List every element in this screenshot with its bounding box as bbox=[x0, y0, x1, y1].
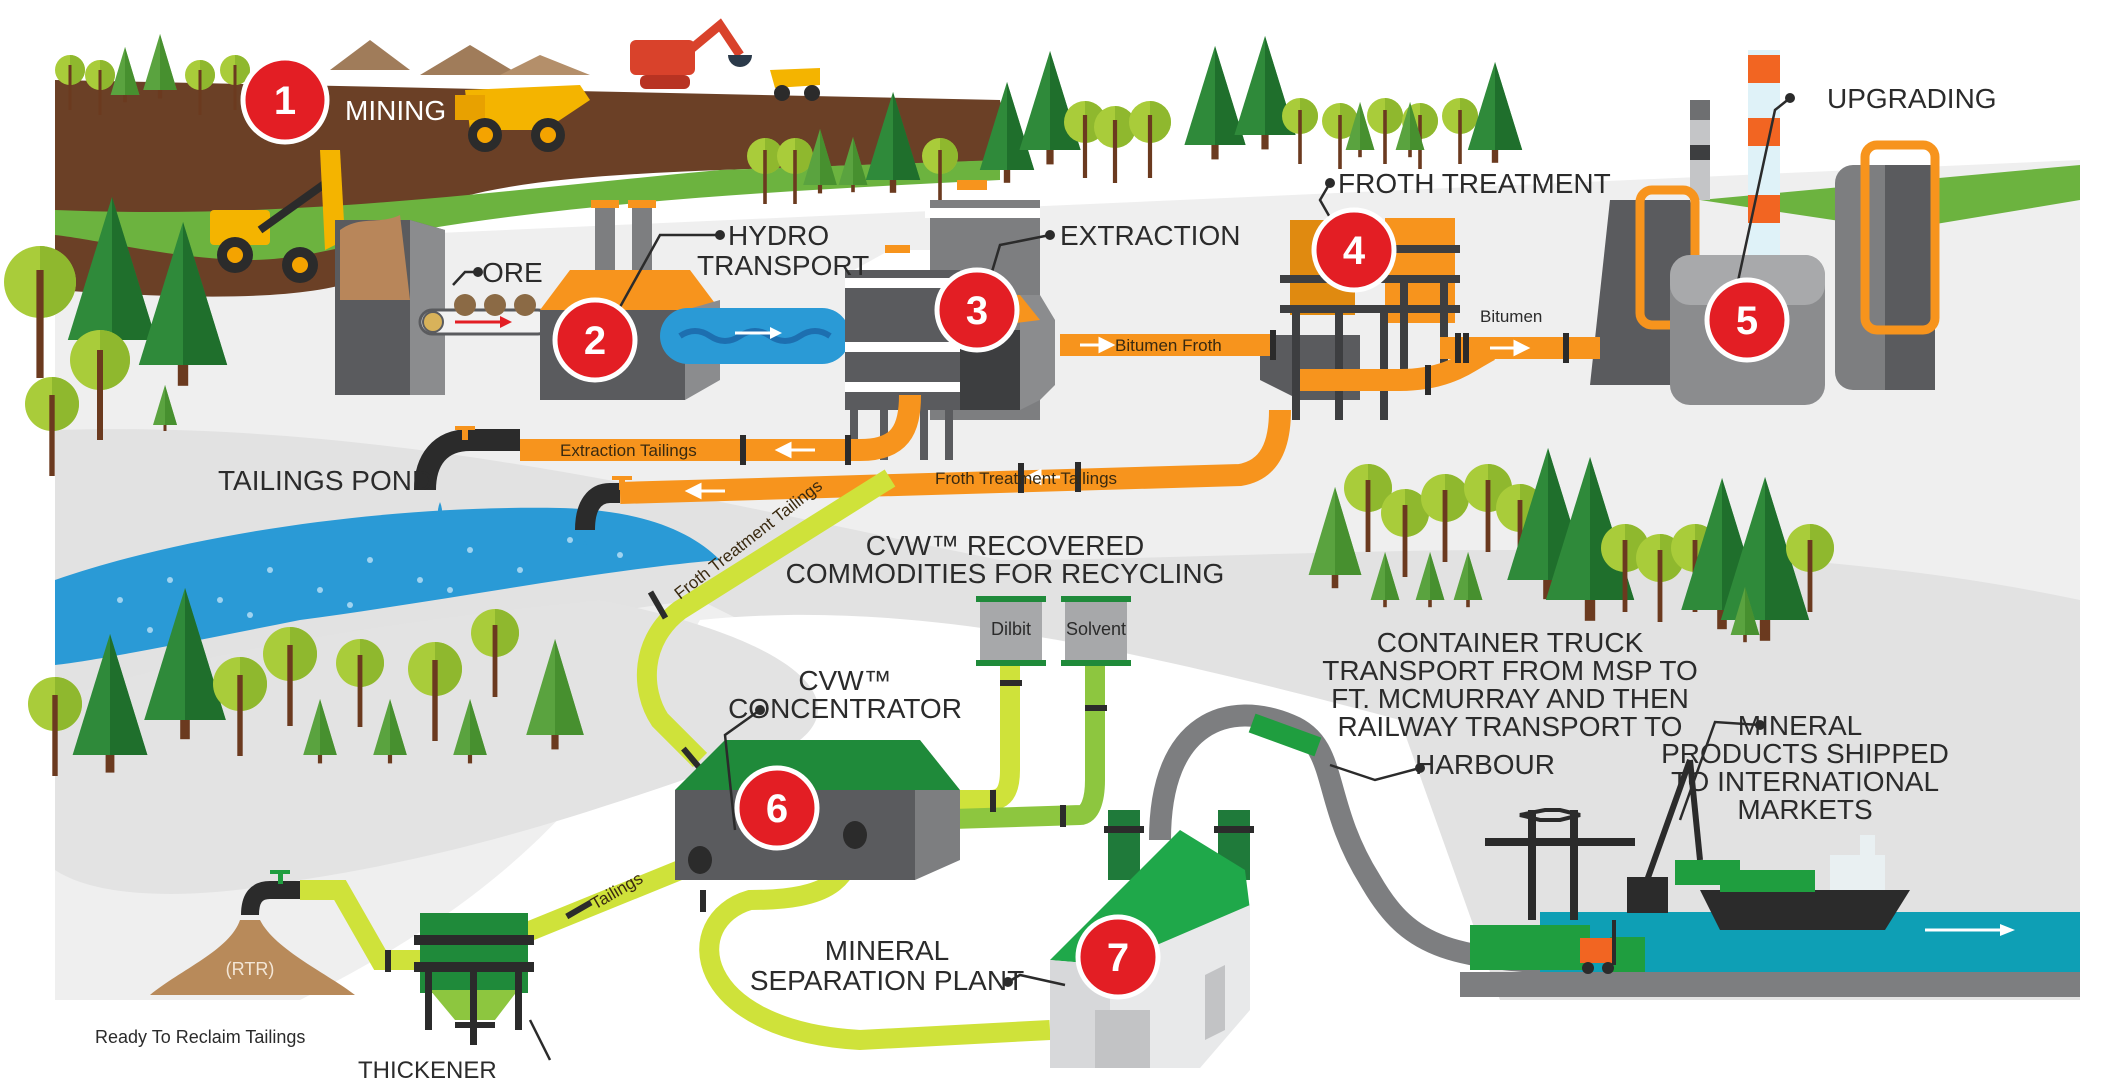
step-badge-6: 6 bbox=[734, 765, 820, 851]
label-separation-plant: SEPARATION PLANT bbox=[750, 965, 1024, 996]
gantry-crane bbox=[1485, 808, 1635, 920]
svg-text:2: 2 bbox=[584, 319, 606, 363]
pipe-couplers bbox=[740, 330, 1569, 493]
svg-text:FT. MCMURRAY AND THEN: FT. MCMURRAY AND THEN bbox=[1331, 683, 1689, 714]
svg-text:TRANSPORT FROM MSP TO: TRANSPORT FROM MSP TO bbox=[1322, 655, 1697, 686]
road bbox=[1149, 704, 2080, 976]
step-badge-4: 4 bbox=[1311, 207, 1397, 293]
dump-truck-icon bbox=[455, 85, 590, 152]
label-dilbit: Dilbit bbox=[991, 619, 1031, 639]
label-extraction: EXTRACTION bbox=[1060, 220, 1240, 251]
quay bbox=[1460, 972, 2080, 997]
label-rtr: (RTR) bbox=[226, 959, 275, 979]
lime-couplers bbox=[385, 590, 1107, 972]
excavator-icon bbox=[630, 18, 752, 89]
ore-hopper bbox=[335, 215, 445, 395]
svg-text:3: 3 bbox=[966, 289, 988, 333]
svg-text:7: 7 bbox=[1107, 936, 1129, 980]
cvw-concentrator bbox=[675, 740, 960, 880]
froth-treatment-tailings-lime-pipe bbox=[636, 469, 896, 768]
label-mineral: MINERAL bbox=[825, 935, 949, 966]
pipe-flow-arrows bbox=[684, 336, 1531, 500]
svg-text:RAILWAY TRANSPORT TO: RAILWAY TRANSPORT TO bbox=[1338, 711, 1683, 742]
pond-sparkles bbox=[117, 537, 623, 633]
svg-text:CONTAINER TRUCK: CONTAINER TRUCK bbox=[1377, 627, 1644, 658]
label-upgrading: UPGRADING bbox=[1827, 83, 1997, 114]
leader-dots bbox=[473, 93, 1795, 987]
small-truck-icon bbox=[770, 68, 820, 101]
svg-text:4: 4 bbox=[1343, 229, 1366, 273]
label-recovered-1: CVW™ RECOVERED bbox=[866, 530, 1144, 561]
label-froth-treatment: FROTH TREATMENT bbox=[1338, 168, 1611, 199]
faucet-icon bbox=[575, 476, 632, 554]
hill bbox=[330, 40, 410, 70]
svg-text:5: 5 bbox=[1736, 299, 1758, 343]
froth-recycle-pipe bbox=[1300, 340, 1496, 391]
label-solvent: Solvent bbox=[1066, 619, 1126, 639]
pipe-label-bitumen-froth: Bitumen Froth bbox=[1115, 336, 1222, 355]
containers bbox=[1470, 860, 1740, 972]
extraction-tailings-pipe bbox=[520, 394, 921, 461]
label-recovered-2: COMMODITIES FOR RECYCLING bbox=[786, 558, 1225, 589]
harbour-crane bbox=[1627, 758, 1703, 913]
froth-treatment-tailings-pipe bbox=[619, 409, 1291, 504]
sea-arrow bbox=[1925, 924, 2015, 936]
solvent-pipe bbox=[919, 660, 1105, 830]
svg-text:PRODUCTS SHIPPED: PRODUCTS SHIPPED bbox=[1661, 738, 1949, 769]
label-ready-to-reclaim: Ready To Reclaim Tailings bbox=[95, 1027, 305, 1047]
svg-text:HARBOUR: HARBOUR bbox=[1415, 749, 1555, 780]
step-badge-5: 5 bbox=[1704, 277, 1790, 363]
svg-text:MINERAL: MINERAL bbox=[1738, 710, 1862, 741]
label-hydro: HYDRO bbox=[728, 220, 829, 251]
label-cvw: CVW™ bbox=[798, 665, 891, 696]
svg-text:6: 6 bbox=[766, 787, 788, 831]
step-badge-7: 7 bbox=[1075, 914, 1161, 1000]
step-badge-2: 2 bbox=[552, 297, 638, 383]
rtr-faucet-icon bbox=[241, 870, 300, 916]
step-badge-3: 3 bbox=[934, 267, 1020, 353]
dilbit-tank bbox=[976, 596, 1046, 666]
label-mineral-shipped: MINERAL PRODUCTS SHIPPED TO INTERNATIONA… bbox=[1661, 710, 1949, 825]
label-mining: MINING bbox=[345, 95, 446, 126]
pipe-label-extraction-tailings: Extraction Tailings bbox=[560, 441, 697, 460]
svg-text:TO INTERNATIONAL: TO INTERNATIONAL bbox=[1671, 766, 1939, 797]
tailings-lime-pipe bbox=[516, 860, 684, 945]
label-tailings-pond: TAILINGS POND bbox=[218, 465, 432, 496]
forklift-icon bbox=[1580, 920, 1616, 974]
pipe-label-froth-treatment-tailings: Froth Treatment Tailings bbox=[935, 469, 1117, 488]
hydro-pipe bbox=[660, 308, 850, 364]
solvent-tank bbox=[1061, 596, 1131, 666]
label-ore: ORE bbox=[482, 257, 543, 288]
tailings-pond bbox=[55, 507, 720, 665]
cargo-ship bbox=[1700, 835, 1910, 930]
thickener-tank bbox=[414, 913, 534, 1045]
label-concentrator: CONCENTRATOR bbox=[728, 693, 962, 724]
upgrading-plant bbox=[1590, 50, 1940, 405]
pipe-label-bitumen: Bitumen bbox=[1480, 307, 1542, 326]
faucet-icon bbox=[414, 426, 520, 516]
rtr-mound bbox=[150, 920, 355, 995]
label-thickener: THICKENER bbox=[358, 1057, 497, 1083]
svg-text:MARKETS: MARKETS bbox=[1737, 794, 1872, 825]
svg-text:1: 1 bbox=[274, 79, 296, 123]
step-badge-1: 1 bbox=[240, 55, 330, 145]
conveyor-belt bbox=[418, 294, 552, 336]
leader-lines bbox=[452, 97, 1791, 1061]
truck-icon bbox=[1248, 713, 1322, 757]
hill bbox=[500, 55, 590, 75]
loader-icon bbox=[210, 150, 345, 283]
hill bbox=[420, 45, 520, 75]
label-container-transport: CONTAINER TRUCK TRANSPORT FROM MSP TO FT… bbox=[1322, 627, 1697, 780]
label-transport: TRANSPORT bbox=[697, 250, 869, 281]
